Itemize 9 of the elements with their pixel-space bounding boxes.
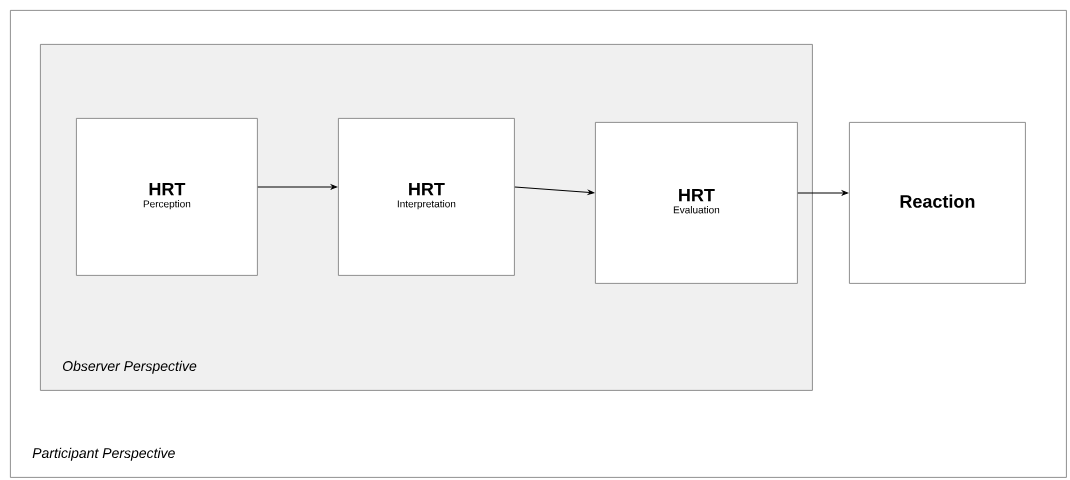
arrow <box>797 190 849 196</box>
arrow <box>257 184 338 190</box>
group-label: Participant Perspective <box>32 447 175 461</box>
process-box: HRT Evaluation <box>595 122 798 284</box>
arrow <box>514 186 595 195</box>
process-box: HRT Interpretation <box>338 118 515 276</box>
process-box: HRT Perception <box>76 118 258 276</box>
group-label: Observer Perspective <box>62 360 197 374</box>
process-box: Reaction <box>849 122 1026 284</box>
